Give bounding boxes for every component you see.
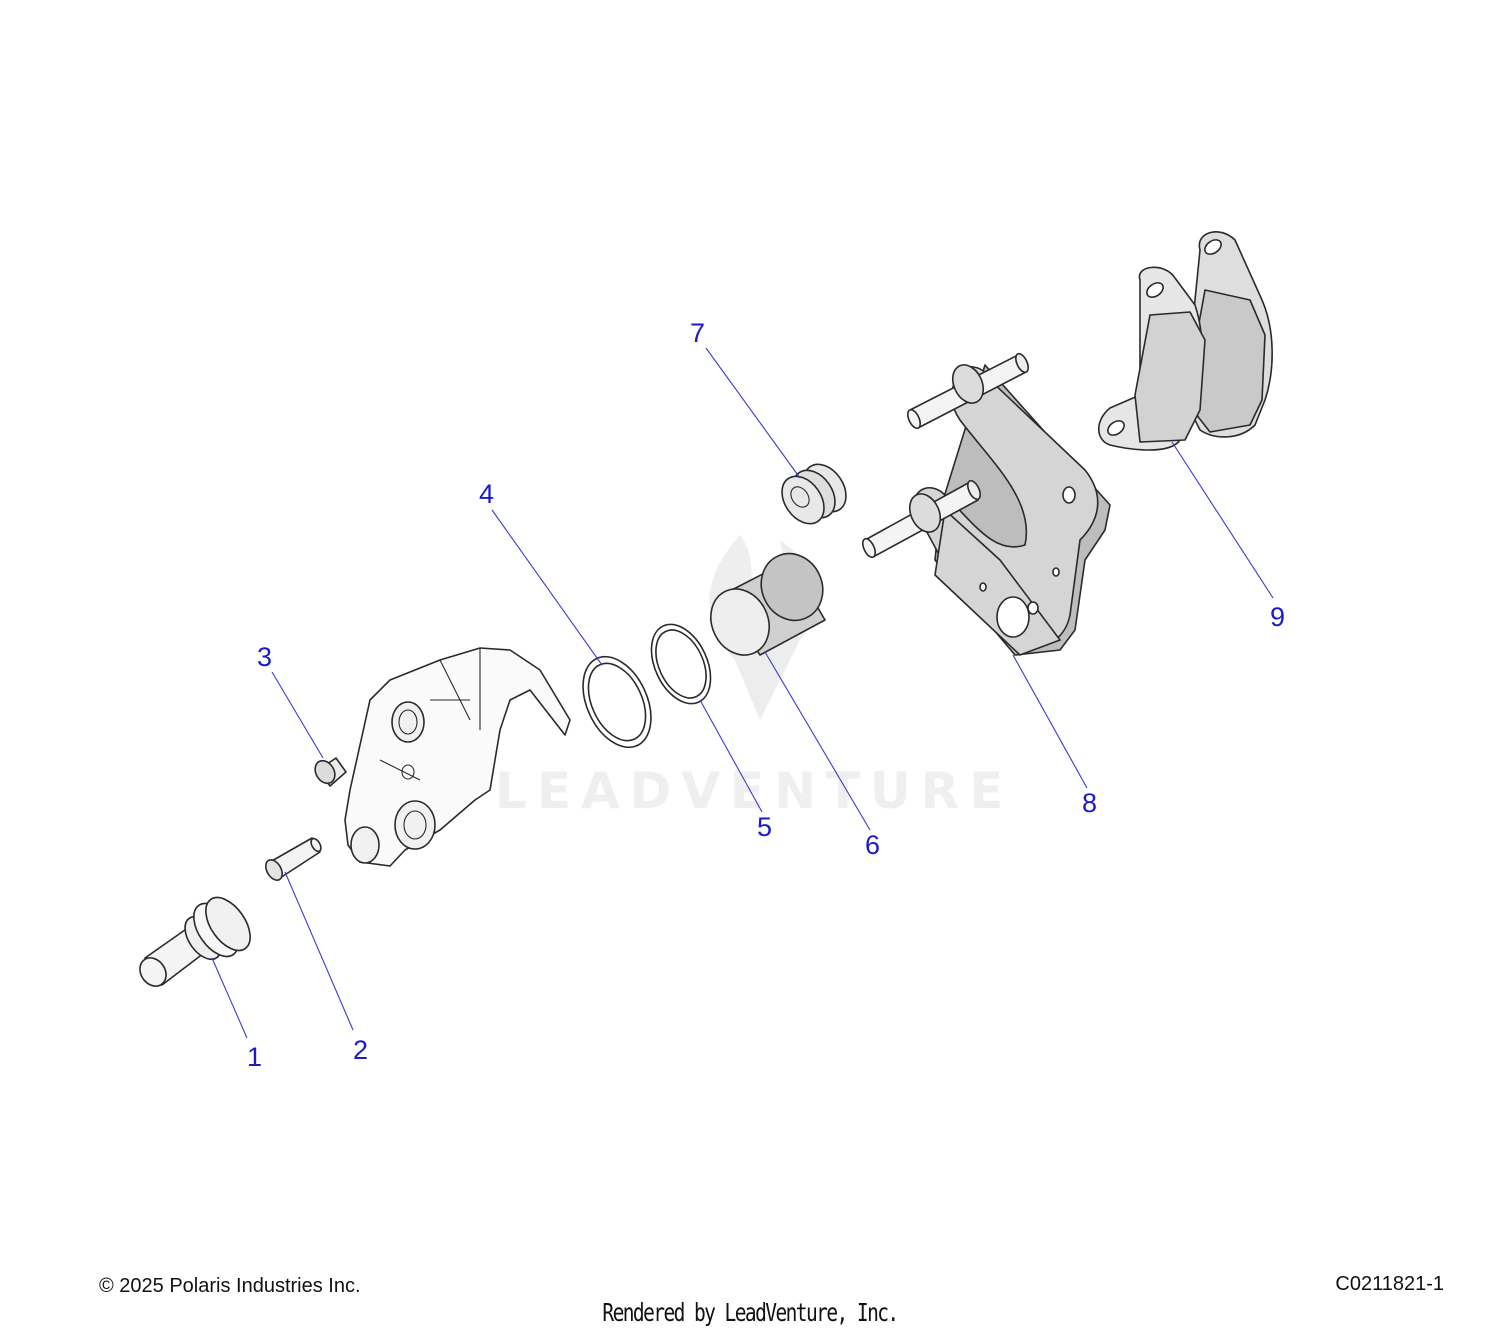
part-8-mounting-bracket[interactable] <box>860 352 1111 656</box>
leader-3 <box>271 671 324 759</box>
caliper-body[interactable] <box>344 647 571 867</box>
leader-lines <box>211 347 1274 1039</box>
leader-5 <box>699 699 763 813</box>
callout-8[interactable]: 8 <box>1082 788 1097 818</box>
drawing-code: C0211821-1 <box>1335 1273 1444 1295</box>
leader-1 <box>211 957 248 1039</box>
callout-9[interactable]: 9 <box>1270 602 1285 632</box>
watermark-text: LEADVENTURE <box>495 762 1013 820</box>
callout-4[interactable]: 4 <box>479 479 494 509</box>
leader-2 <box>284 871 354 1031</box>
part-2-bleeder-screw[interactable] <box>262 837 323 883</box>
leader-6 <box>764 651 871 831</box>
leader-7 <box>705 347 801 479</box>
callout-7[interactable]: 7 <box>690 318 705 348</box>
callout-1[interactable]: 1 <box>247 1042 262 1072</box>
part-1-pin-bolt[interactable] <box>135 890 260 991</box>
leader-9 <box>1171 441 1274 599</box>
leader-8 <box>1012 654 1088 789</box>
part-6-piston[interactable] <box>700 544 833 665</box>
callout-numbers: 1 2 3 4 5 6 7 8 9 <box>247 318 1285 1072</box>
callout-3[interactable]: 3 <box>257 642 272 672</box>
part-3-bleeder-cap[interactable] <box>311 757 347 787</box>
part-4-seal-ring[interactable] <box>570 646 665 758</box>
part-5-seal-ring[interactable] <box>640 615 723 713</box>
callout-5[interactable]: 5 <box>757 812 772 842</box>
part-9-brake-pads[interactable] <box>1097 231 1273 451</box>
leader-4 <box>491 509 603 666</box>
rendered-by-credit: Rendered by LeadVenture, Inc. <box>602 1298 899 1327</box>
callout-2[interactable]: 2 <box>353 1035 368 1065</box>
callout-6[interactable]: 6 <box>865 830 880 860</box>
part-7-bushing[interactable] <box>773 456 854 531</box>
copyright-notice: © 2025 Polaris Industries Inc. <box>99 1275 361 1297</box>
